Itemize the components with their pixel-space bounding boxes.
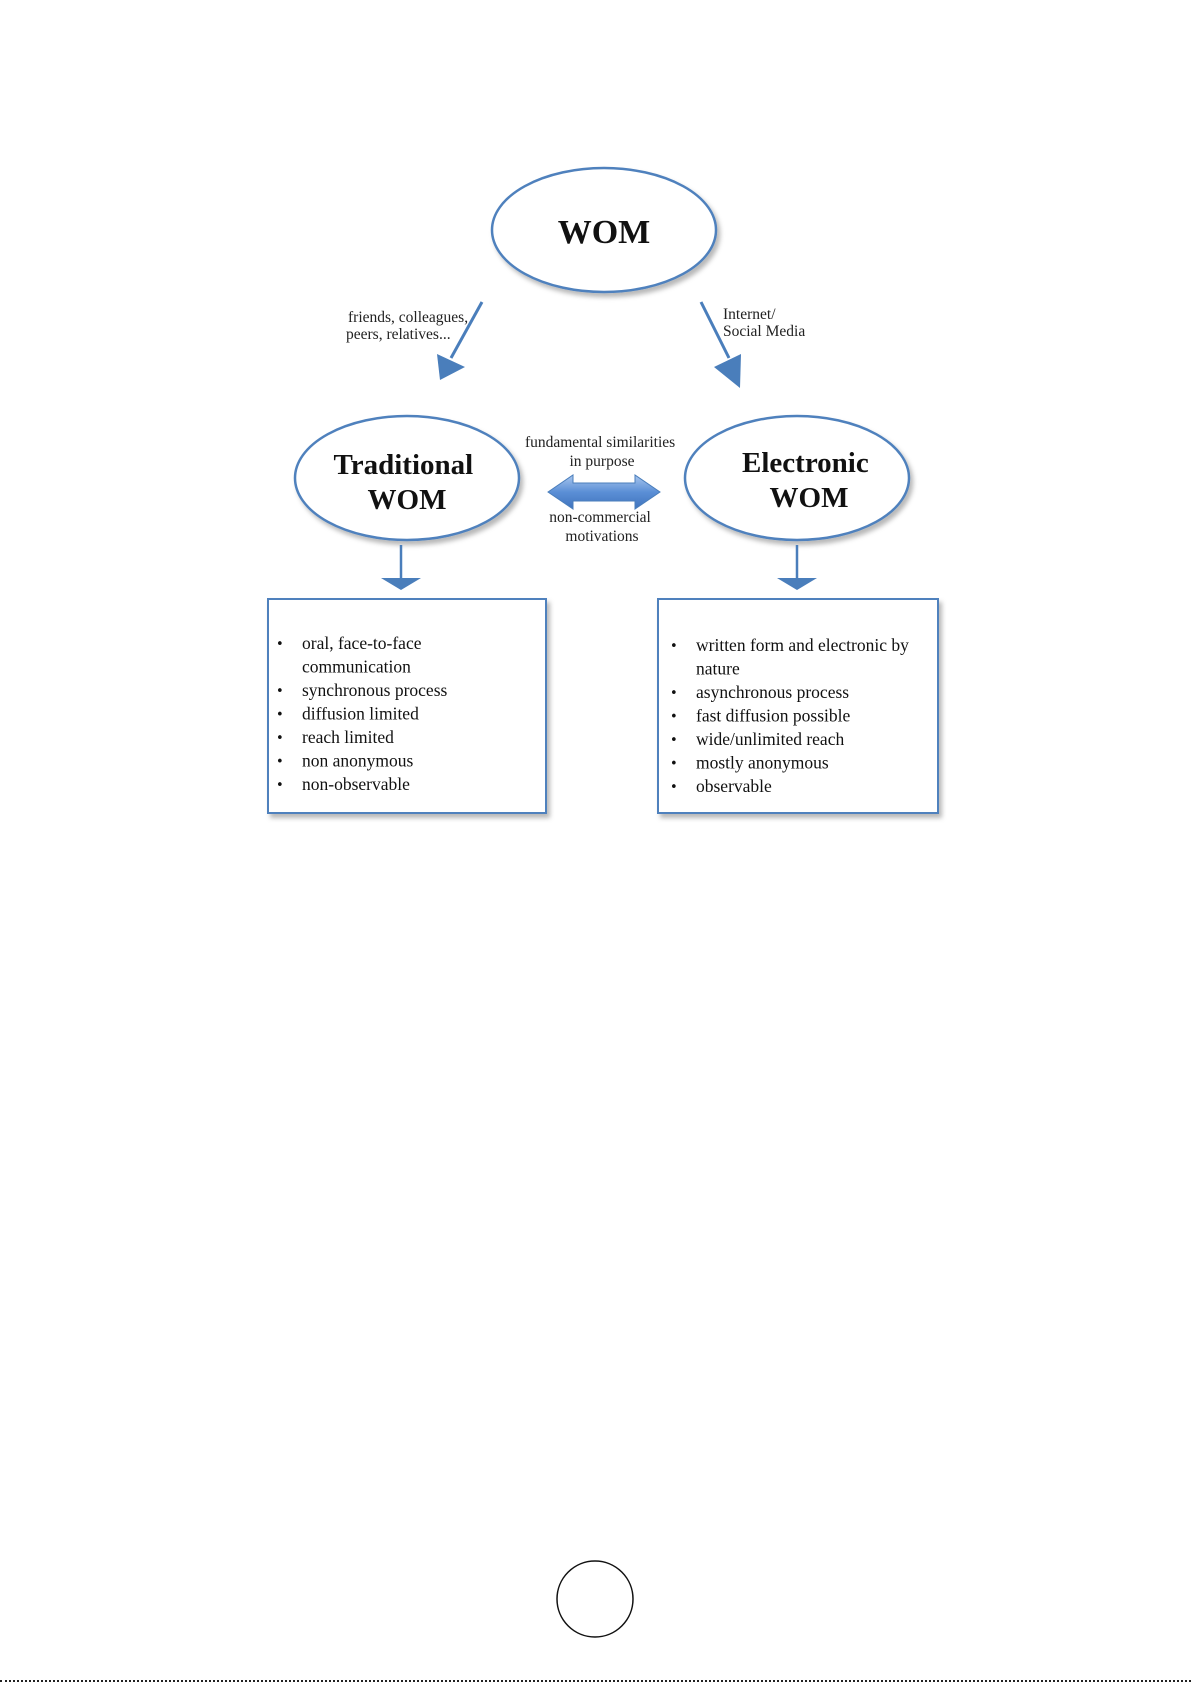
- left-edge-label-line1: friends, colleagues,: [348, 309, 468, 326]
- electronic-wom-line2: WOM: [770, 482, 849, 514]
- traditional-list-item: synchronous process: [302, 680, 448, 700]
- center-top-label-line2: in purpose: [569, 453, 634, 470]
- left-branch-arrow: [437, 301, 484, 380]
- traditional-list-item: communication: [302, 657, 411, 677]
- electronic-list-item: asynchronous process: [696, 682, 849, 702]
- traditional-characteristics-list: • oral, face-to-face communication • synchro…: [276, 633, 448, 794]
- right-edge-label-line2: Social Media: [723, 323, 805, 340]
- traditional-list-item: non-observable: [302, 774, 410, 794]
- electronic-list-item: written form and electronic by: [696, 635, 909, 655]
- electronic-list-item: fast diffusion possible: [696, 706, 850, 726]
- right-edge-label: Internet/ Social Media: [723, 306, 805, 340]
- electronic-wom-line1: Electronic: [742, 447, 869, 479]
- center-bottom-label: non-commercial motivations: [549, 509, 654, 545]
- electronic-bullet-icon: •: [670, 733, 678, 748]
- right-list-arrow: [777, 545, 817, 590]
- electronic-bullet-icon: •: [670, 686, 678, 701]
- electronic-list-item: wide/unlimited reach: [696, 729, 844, 749]
- center-top-label-line1: fundamental similarities: [525, 434, 675, 451]
- traditional-list-item: diffusion limited: [302, 704, 419, 724]
- traditional-list-item: non anonymous: [302, 751, 414, 771]
- left-edge-label: friends, colleagues, peers, relatives...: [346, 309, 472, 343]
- traditional-wom-node: Traditional WOM: [293, 414, 521, 542]
- root-node: WOM: [490, 166, 718, 294]
- bidirectional-arrow: [547, 474, 661, 510]
- electronic-bullet-icon: •: [670, 710, 678, 725]
- electronic-bullet-icon: •: [670, 757, 678, 772]
- root-ellipse: [490, 166, 718, 294]
- center-top-label: fundamental similarities in purpose: [525, 434, 679, 470]
- traditional-bullet-icon: •: [276, 637, 284, 652]
- right-edge-label-line1: Internet/: [723, 306, 776, 323]
- traditional-wom-line2: WOM: [368, 484, 447, 516]
- center-bottom-label-line1: non-commercial: [549, 509, 651, 526]
- electronic-characteristics-list: • written form and electronic by nature • as…: [670, 635, 909, 796]
- left-edge-label-line2: peers, relatives...: [346, 326, 451, 343]
- electronic-list-box: [657, 598, 939, 814]
- traditional-bullet-icon: •: [276, 708, 284, 723]
- traditional-wom-title: Traditional WOM: [334, 449, 481, 516]
- traditional-bullet-icon: •: [276, 778, 284, 793]
- right-branch-arrow: [699, 301, 741, 388]
- page-number-circle-icon: [556, 1560, 634, 1638]
- traditional-list-box: [267, 598, 547, 814]
- traditional-bullet-icon: •: [276, 684, 284, 699]
- electronic-list-item: mostly anonymous: [696, 753, 829, 773]
- traditional-bullet-icon: •: [276, 755, 284, 770]
- root-label: WOM: [558, 214, 651, 251]
- left-list-arrow: [381, 545, 421, 590]
- center-bottom-label-line2: motivations: [565, 528, 638, 545]
- electronic-list-item: observable: [696, 776, 772, 796]
- electronic-bullet-icon: •: [670, 639, 678, 654]
- traditional-list-item: reach limited: [302, 727, 394, 747]
- electronic-wom-ellipse: [683, 414, 911, 542]
- traditional-wom-ellipse: [293, 414, 521, 542]
- electronic-list-item: nature: [696, 659, 740, 679]
- traditional-bullet-icon: •: [276, 731, 284, 746]
- page-bottom-border: [0, 1680, 1191, 1682]
- electronic-bullet-icon: •: [670, 780, 678, 795]
- electronic-wom-title: Electronic WOM: [742, 447, 876, 514]
- electronic-wom-node: Electronic WOM: [683, 414, 911, 542]
- traditional-list-item: oral, face-to-face: [302, 633, 422, 653]
- traditional-wom-line1: Traditional: [334, 449, 474, 481]
